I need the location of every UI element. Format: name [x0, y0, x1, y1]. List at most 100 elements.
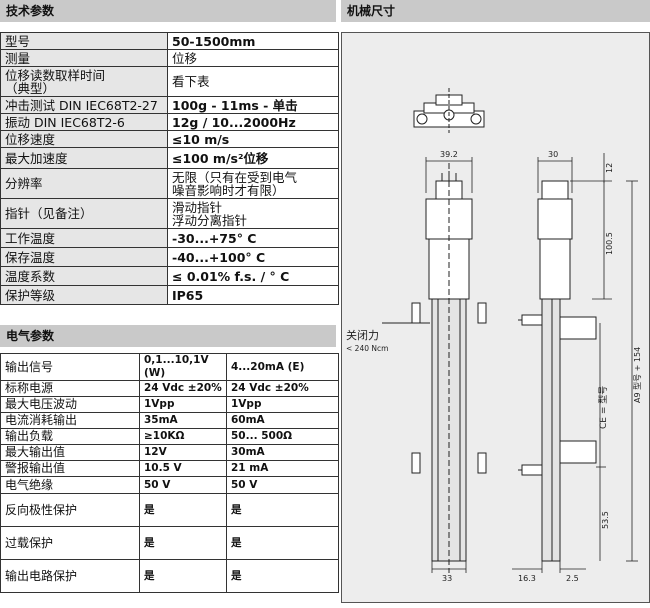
tech-value: 50-1500mm	[167, 32, 339, 50]
elec-label: 输出信号	[0, 353, 140, 381]
elec-label: 输出电路保护	[0, 559, 140, 593]
tech-row: 最大加速度≤100 m/s²位移	[0, 147, 339, 169]
closing-force-value: < 240 Ncm	[346, 344, 388, 353]
tech-value: -40...+100° C	[167, 247, 339, 267]
elec-value-current: 1Vpp	[226, 396, 339, 413]
tech-label: 保存温度	[0, 247, 168, 267]
elec-label: 输出负载	[0, 428, 140, 445]
elec-label: 过载保护	[0, 526, 140, 560]
mech-header: 机械尺寸	[341, 0, 650, 22]
elec-value-current: 60mA	[226, 412, 339, 429]
tech-row: 温度系数≤ 0.01% f.s. / ° C	[0, 266, 339, 286]
elec-value-current: 24 Vdc ±20%	[226, 380, 339, 397]
dim-33: 33	[442, 574, 452, 583]
tech-label: 最大加速度	[0, 147, 168, 169]
elec-header: 电气参数	[0, 325, 336, 347]
elec-label: 警报输出值	[0, 460, 140, 477]
tech-label: 温度系数	[0, 266, 168, 286]
tech-row: 位移读数取样时间 （典型）看下表	[0, 66, 339, 97]
elec-value-voltage: 是	[139, 493, 227, 527]
dim-53-5: 53.5	[601, 511, 610, 529]
elec-value-voltage: 是	[139, 526, 227, 560]
dim-30: 30	[548, 150, 558, 159]
elec-value-voltage: 是	[139, 559, 227, 593]
tech-row: 保存温度-40...+100° C	[0, 247, 339, 267]
dim-100-5: 100.5	[605, 232, 614, 255]
sensor-front-view	[382, 163, 487, 573]
tech-value: 滑动指针 浮动分离指针	[167, 198, 339, 229]
tech-label: 位移读数取样时间 （典型）	[0, 66, 168, 97]
tech-row: 工作温度-30...+75° C	[0, 228, 339, 248]
elec-row: 输出电路保护是是	[0, 559, 339, 593]
connector-top-view	[413, 88, 485, 133]
tech-value: 12g / 10...2000Hz	[167, 113, 339, 131]
elec-value-current: 是	[226, 559, 339, 593]
tech-label: 工作温度	[0, 228, 168, 248]
elec-label: 电气绝缘	[0, 476, 140, 494]
elec-value-current: 4...20mA (E)	[226, 353, 339, 381]
elec-row: 反向极性保护是是	[0, 493, 339, 527]
dim-ce: CE = 型号	[598, 386, 609, 429]
tech-value: ≤10 m/s	[167, 130, 339, 148]
dim-12: 12	[605, 163, 614, 173]
tech-value: IP65	[167, 285, 339, 305]
tech-row: 测量位移	[0, 49, 339, 67]
elec-label: 标称电源	[0, 380, 140, 397]
elec-value-voltage: 12V	[139, 444, 227, 461]
dim-a9: A9 型号 + 154	[633, 347, 642, 403]
elec-label: 电流消耗输出	[0, 412, 140, 429]
elec-value-voltage: 0,1...10,1V (W)	[139, 353, 227, 381]
tech-value: 100g - 11ms - 单击	[167, 96, 339, 114]
elec-label: 反向极性保护	[0, 493, 140, 527]
elec-value-voltage: 24 Vdc ±20%	[139, 380, 227, 397]
dim-16-3: 16.3	[518, 574, 536, 583]
elec-value-current: 50 V	[226, 476, 339, 494]
sensor-side-view	[518, 180, 597, 562]
mechanical-drawing: 39.2 30 12 100.5 53.5 A9 型号 + 154 CE = 型…	[346, 88, 642, 583]
elec-value-voltage: 1Vpp	[139, 396, 227, 413]
dim-2-5: 2.5	[566, 574, 579, 583]
tech-label: 型号	[0, 32, 168, 50]
tech-value: -30...+75° C	[167, 228, 339, 248]
elec-value-current: 50... 500Ω	[226, 428, 339, 445]
tech-label: 冲击测试 DIN IEC68T2-27	[0, 96, 168, 114]
elec-value-voltage: 10.5 V	[139, 460, 227, 477]
elec-label: 最大电压波动	[0, 396, 140, 413]
tech-value: ≤ 0.01% f.s. / ° C	[167, 266, 339, 286]
tech-label: 测量	[0, 49, 168, 67]
tech-row: 分辨率无限（只有在受到电气 噪音影响时才有限）	[0, 168, 339, 199]
tech-value: 位移	[167, 49, 339, 67]
tech-label: 位移速度	[0, 130, 168, 148]
tech-label: 振动 DIN IEC68T2-6	[0, 113, 168, 131]
elec-value-voltage: ≥10KΩ	[139, 428, 227, 445]
tech-value: 无限（只有在受到电气 噪音影响时才有限）	[167, 168, 339, 199]
elec-value-voltage: 50 V	[139, 476, 227, 494]
elec-label: 最大输出值	[0, 444, 140, 461]
closing-force-label: 关闭力	[346, 328, 379, 342]
tech-row: 位移速度≤10 m/s	[0, 130, 339, 148]
tech-value: 看下表	[167, 66, 339, 97]
elec-value-current: 30mA	[226, 444, 339, 461]
tech-header: 技术参数	[0, 0, 336, 22]
tech-label: 保护等级	[0, 285, 168, 305]
elec-value-current: 是	[226, 493, 339, 527]
elec-value-voltage: 35mA	[139, 412, 227, 429]
tech-label: 指针（见备注）	[0, 198, 168, 229]
dim-39-2: 39.2	[440, 150, 458, 159]
dimension-lines	[425, 153, 638, 573]
tech-label: 分辨率	[0, 168, 168, 199]
